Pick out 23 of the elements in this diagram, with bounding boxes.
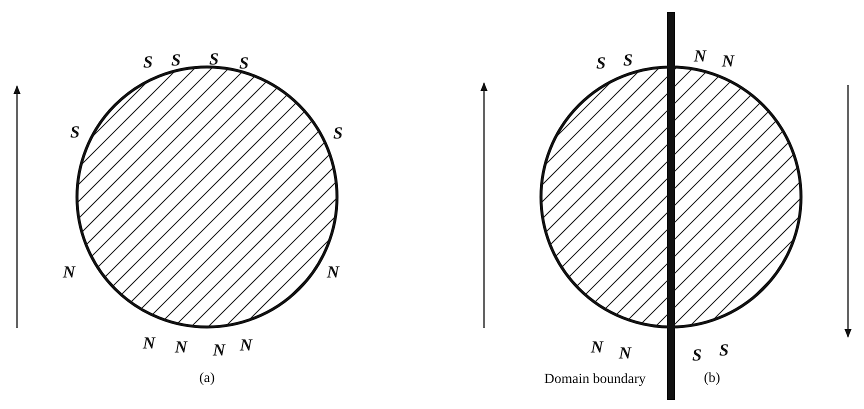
pole-label: N xyxy=(326,264,340,280)
pole-label: S xyxy=(596,54,606,72)
pole-label: S xyxy=(692,346,702,364)
pole-label: S xyxy=(623,52,633,68)
boundary-label: Domain boundary xyxy=(544,373,646,387)
pole-label: N xyxy=(142,334,156,352)
pole-label: S xyxy=(239,54,249,72)
pole-label: S xyxy=(209,50,219,68)
pole-label: N xyxy=(240,336,252,354)
pole-label: N xyxy=(694,48,706,64)
pole-label: N xyxy=(722,52,734,70)
pole-label: N xyxy=(618,344,632,362)
caption-label: (b) xyxy=(704,372,720,386)
caption-label: (a) xyxy=(199,372,215,386)
pole-label: N xyxy=(62,264,76,280)
pole-label: S xyxy=(70,124,80,140)
pole-label: S xyxy=(719,342,729,358)
pole-label: N xyxy=(174,338,188,356)
pole-label: S xyxy=(143,54,153,70)
pole-label: S xyxy=(171,52,181,68)
pole-label: S xyxy=(333,124,343,142)
pole-label: N xyxy=(212,342,226,358)
pole-label: N xyxy=(590,338,604,356)
